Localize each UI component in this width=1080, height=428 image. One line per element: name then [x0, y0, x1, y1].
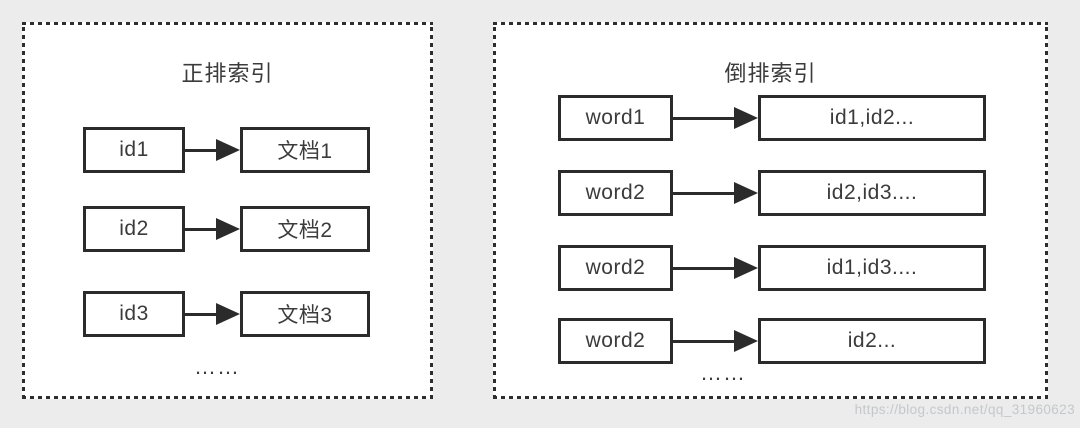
inverted-value-box-4: id2... [758, 318, 986, 364]
arrow-head-icon [734, 330, 758, 352]
inverted-value-box-3: id1,id3.... [758, 245, 986, 291]
inverted-index-title: 倒排索引 [724, 61, 817, 86]
arrow-line [185, 312, 216, 316]
arrow-head-icon [216, 139, 240, 161]
ellipsis-label: …… [194, 354, 240, 379]
arrow-line [673, 116, 734, 120]
inverted-value-box-2: id2,id3.... [758, 170, 986, 216]
arrow-head-icon [734, 257, 758, 279]
arrow-head-icon [216, 303, 240, 325]
arrow-head-icon [734, 182, 758, 204]
arrow-connector [673, 182, 758, 204]
arrow-connector [673, 330, 758, 352]
forward-key-box-2: id2 [83, 206, 185, 252]
arrow-line [185, 227, 216, 231]
inverted-value-box-1: id1,id2... [758, 95, 986, 141]
watermark-url: https://blog.csdn.net/qq_31960623 [854, 402, 1075, 417]
inverted-index-panel: 倒排索引 word1 id1,id2... word2 id2,id3.... … [493, 22, 1048, 399]
forward-index-panel: 正排索引 id1 文档1 id2 文档2 id3 文档3 …… [22, 22, 433, 399]
forward-value-box-2: 文档2 [240, 206, 370, 252]
inverted-key-box-2: word2 [558, 170, 673, 216]
arrow-line [673, 339, 734, 343]
arrow-line [185, 148, 216, 152]
inverted-key-box-1: word1 [558, 95, 673, 141]
arrow-connector [185, 303, 240, 325]
arrow-connector [673, 257, 758, 279]
forward-value-box-3: 文档3 [240, 291, 370, 337]
arrow-connector [185, 218, 240, 240]
forward-index-title: 正排索引 [181, 61, 274, 86]
inverted-key-box-3: word2 [558, 245, 673, 291]
ellipsis-label: …… [700, 360, 746, 385]
arrow-connector [673, 107, 758, 129]
forward-value-box-1: 文档1 [240, 127, 370, 173]
arrow-head-icon [216, 218, 240, 240]
inverted-key-box-4: word2 [558, 318, 673, 364]
forward-key-box-3: id3 [83, 291, 185, 337]
forward-key-box-1: id1 [83, 127, 185, 173]
arrow-connector [185, 139, 240, 161]
arrow-line [673, 191, 734, 195]
arrow-head-icon [734, 107, 758, 129]
arrow-line [673, 266, 734, 270]
